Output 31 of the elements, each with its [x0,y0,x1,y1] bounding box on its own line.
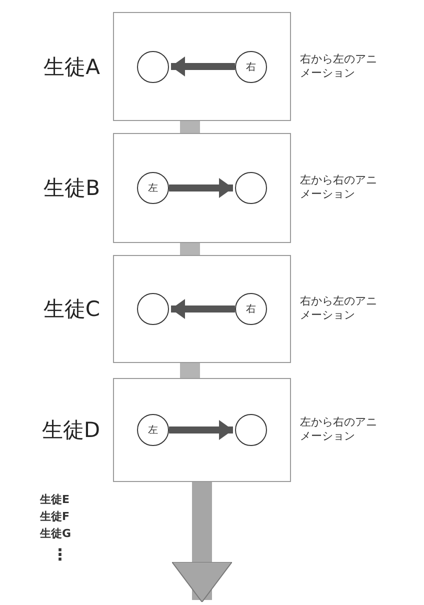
student-label: 生徒F [40,509,70,524]
circle [137,172,169,204]
arrow [171,299,235,319]
student-label: ⋮ [52,545,68,564]
circle [137,50,169,82]
student-label: 生徒C [43,296,100,323]
student-label: 生徒D [42,417,100,444]
arrow [169,178,233,198]
arrow [171,56,235,76]
student-label: 生徒A [44,54,100,80]
animation-note: 右から左のアニメーション [300,52,378,81]
arrow [169,420,233,440]
connector-bar [180,363,200,378]
circle-label: 左 [148,182,158,195]
circle [235,414,267,446]
circle [137,293,169,325]
student-label: 生徒E [40,492,70,507]
animation-note: 右から左のアニメーション [300,294,378,324]
circle-label: 左 [148,424,158,437]
student-label: 生徒B [44,175,100,202]
circle-label: 右 [246,303,256,316]
student-label: 生徒G [40,526,72,541]
animation-note: 左から右のアニメーション [300,416,378,444]
down-arrow [172,482,232,602]
circle [137,414,169,446]
circle [235,172,267,204]
circle [235,50,267,82]
circle-label: 右 [246,60,256,74]
circle [235,293,267,325]
animation-note: 左から右のアニメーション [300,174,378,202]
connector-bar [180,243,200,255]
